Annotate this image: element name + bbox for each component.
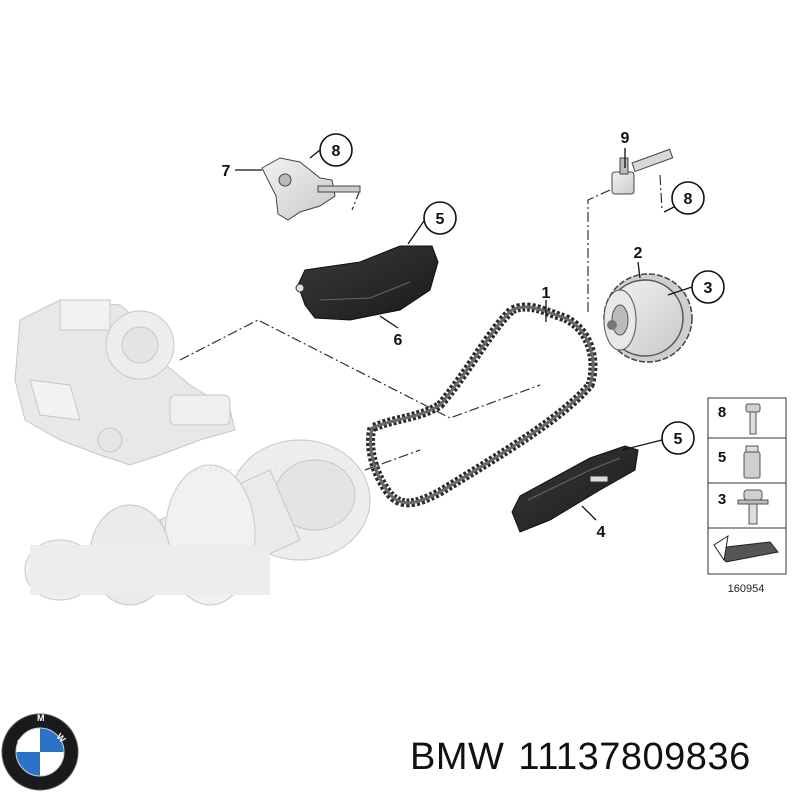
- diagram-number: 160954: [728, 583, 765, 595]
- flange-bolt-icon: [737, 489, 769, 525]
- callout-3: 3: [704, 280, 713, 297]
- callout-labels: 1 2 4 6 7 9: [222, 130, 643, 541]
- callout-5-bottom: 5: [674, 431, 683, 448]
- camshaft-sprocket: [603, 273, 693, 363]
- bolt-icon: [745, 403, 761, 435]
- camshaft-valve: [611, 148, 674, 195]
- legend-row-5: 5: [718, 449, 726, 466]
- part-identifier: BMW 11137809836: [410, 736, 794, 786]
- high-pressure-pump-illustration: [14, 299, 236, 466]
- callout-9: 9: [621, 130, 630, 147]
- chain-tensioner: [261, 157, 361, 221]
- guide-rail: [511, 445, 639, 533]
- leader-lines: [235, 148, 693, 521]
- part-number: 11137809836: [518, 736, 751, 778]
- sleeve-icon: [743, 445, 761, 479]
- circled-callouts: 8 5 3 8 5: [319, 133, 725, 455]
- tensioner-rail: [295, 245, 439, 321]
- crankshaft-illustration: [24, 439, 371, 606]
- legend-row-3: 3: [718, 491, 726, 508]
- svg-text:M: M: [37, 713, 45, 723]
- callout-1: 1: [542, 285, 551, 302]
- callout-6: 6: [394, 332, 403, 349]
- callout-5-top: 5: [436, 211, 445, 228]
- callout-8-right: 8: [684, 191, 693, 208]
- callout-2: 2: [634, 245, 643, 262]
- brand-name: BMW: [410, 736, 505, 778]
- callout-8-left: 8: [332, 143, 341, 160]
- arrow-symbol-icon: [713, 534, 779, 563]
- callout-4: 4: [597, 524, 606, 541]
- hardware-legend: 8 5 3 160954: [707, 397, 787, 595]
- legend-row-8: 8: [718, 404, 726, 421]
- bmw-logo: B M W: [1, 713, 79, 791]
- assembly-lines: [179, 174, 663, 471]
- timing-chain: [366, 302, 598, 508]
- callout-7: 7: [222, 163, 231, 180]
